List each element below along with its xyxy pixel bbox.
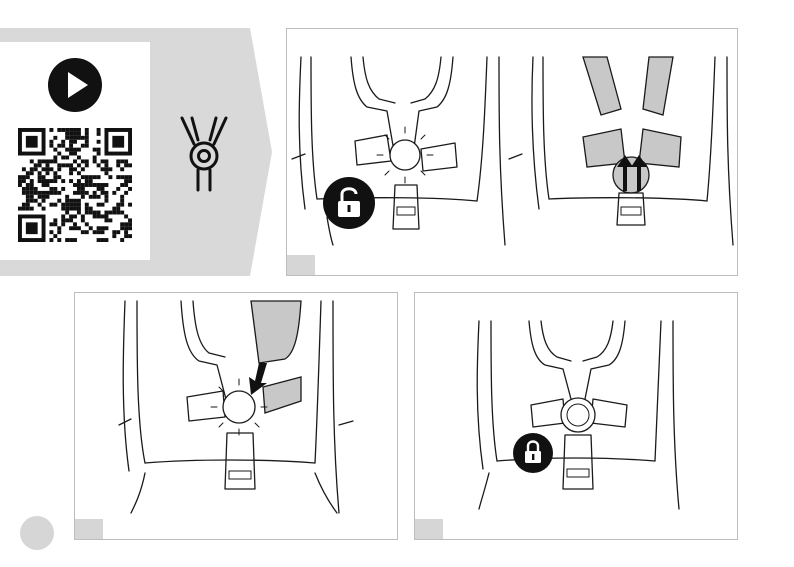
- step-2-tab: [75, 519, 103, 539]
- qr-code[interactable]: [18, 128, 132, 242]
- harness-buckle-icon: [176, 116, 232, 192]
- play-icon[interactable]: [48, 58, 102, 112]
- step-3-tab: [415, 519, 443, 539]
- up-arrows-icon: [611, 153, 651, 193]
- step-2-panel: [74, 292, 398, 540]
- step-1-panel: [286, 28, 738, 276]
- step-3-panel: [414, 292, 738, 540]
- step-1-tab: [287, 255, 315, 275]
- unlock-icon: [323, 177, 375, 229]
- down-arrow-icon: [243, 361, 273, 397]
- lock-icon: [513, 433, 553, 473]
- page-number-circle: [20, 516, 54, 550]
